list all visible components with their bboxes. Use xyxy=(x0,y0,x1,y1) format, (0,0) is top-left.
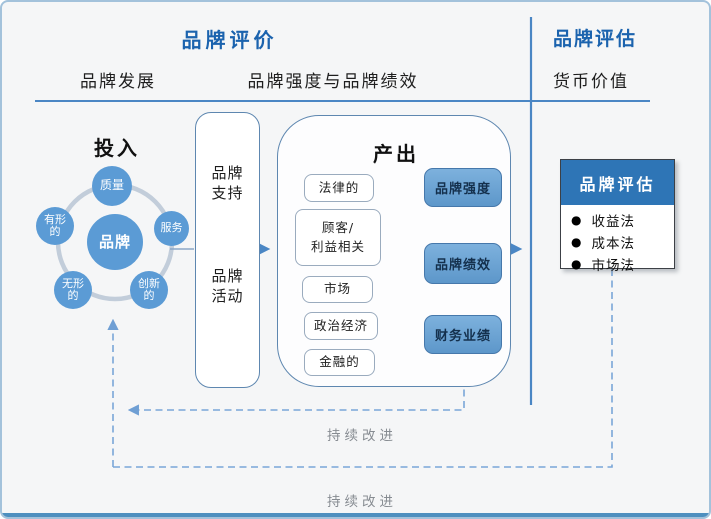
result-brand-strength: 品牌强度 xyxy=(424,168,502,207)
result-brand-performance: 品牌绩效 xyxy=(424,243,502,284)
valuation-box-header: 品牌评估 xyxy=(561,160,674,205)
column-label-monetary-value: 货币价值 xyxy=(553,72,629,92)
valuation-methods-box: 品牌评估 ● 收益法 ● 成本法 ● 市场法 xyxy=(560,159,675,274)
brand-core-label: 品牌 xyxy=(98,232,131,251)
result-financial-performance: 财务业绩 xyxy=(424,315,502,354)
factor-market-label: 市场 xyxy=(323,281,351,297)
result-brand-strength-label: 品牌强度 xyxy=(434,182,491,197)
input-node-service: 服务 xyxy=(154,211,189,246)
input-node-intangible: 无形的 xyxy=(54,271,92,309)
feedback-label-outer: 持续改进 xyxy=(327,494,397,510)
valuation-box-title: 品牌评估 xyxy=(579,174,656,194)
bullet-icon: ● xyxy=(571,235,583,249)
brand-activities-label: 品牌活动 xyxy=(211,267,244,306)
factor-political-economic-label: 政治经济 xyxy=(313,317,368,333)
input-node-quality: 质量 xyxy=(92,166,132,206)
method-income: ● 收益法 xyxy=(571,209,674,231)
factor-customer-line1: 顾客/ xyxy=(321,219,355,235)
feedback-label-inner: 持续改进 xyxy=(327,428,397,444)
factor-legal-label: 法律的 xyxy=(318,179,360,195)
feedback-loop-outer xyxy=(113,269,613,468)
factor-legal: 法律的 xyxy=(304,174,374,202)
bullet-icon: ● xyxy=(571,213,583,227)
method-cost: ● 成本法 xyxy=(571,231,674,253)
stage-title-valuation: 品牌评估 xyxy=(552,28,637,50)
result-financial-performance-label: 财务业绩 xyxy=(434,329,491,344)
output-section-title: 产出 xyxy=(373,142,419,166)
stage-title-evaluation: 品牌评价 xyxy=(181,28,278,52)
input-node-innovative: 创新的 xyxy=(130,271,168,309)
column-label-development: 品牌发展 xyxy=(80,72,156,92)
input-node-quality-label: 质量 xyxy=(99,178,124,193)
input-node-service-label: 服务 xyxy=(160,221,183,235)
factor-political-economic: 政治经济 xyxy=(304,312,378,340)
method-market-label: 市场法 xyxy=(591,258,635,274)
factor-financial: 金融的 xyxy=(304,349,375,376)
factor-customer-stakeholder: 顾客/ 利益相关 xyxy=(295,209,381,266)
result-brand-performance-label: 品牌绩效 xyxy=(434,258,491,273)
column-label-strength-performance: 品牌强度与品牌绩效 xyxy=(247,72,419,92)
bottom-accent-bar xyxy=(2,513,709,517)
valuation-methods-list: ● 收益法 ● 成本法 ● 市场法 xyxy=(561,205,674,275)
method-market: ● 市场法 xyxy=(571,253,674,275)
brand-support-activities-box: 品牌支持 品牌活动 xyxy=(195,112,260,388)
input-section-title: 投入 xyxy=(94,136,140,160)
factor-customer-line2: 利益相关 xyxy=(310,238,365,254)
input-node-innovative-label: 创新的 xyxy=(137,276,160,302)
method-income-label: 收益法 xyxy=(591,214,635,230)
bullet-icon: ● xyxy=(571,257,583,271)
input-node-intangible-label: 无形的 xyxy=(61,276,84,302)
factor-financial-label: 金融的 xyxy=(319,354,360,370)
factor-market: 市场 xyxy=(302,276,373,303)
method-cost-label: 成本法 xyxy=(591,236,635,252)
input-node-tangible: 有形的 xyxy=(36,207,74,245)
brand-support-label: 品牌支持 xyxy=(211,164,244,203)
brand-core-node: 品牌 xyxy=(87,214,143,270)
input-node-tangible-label: 有形的 xyxy=(43,212,66,238)
